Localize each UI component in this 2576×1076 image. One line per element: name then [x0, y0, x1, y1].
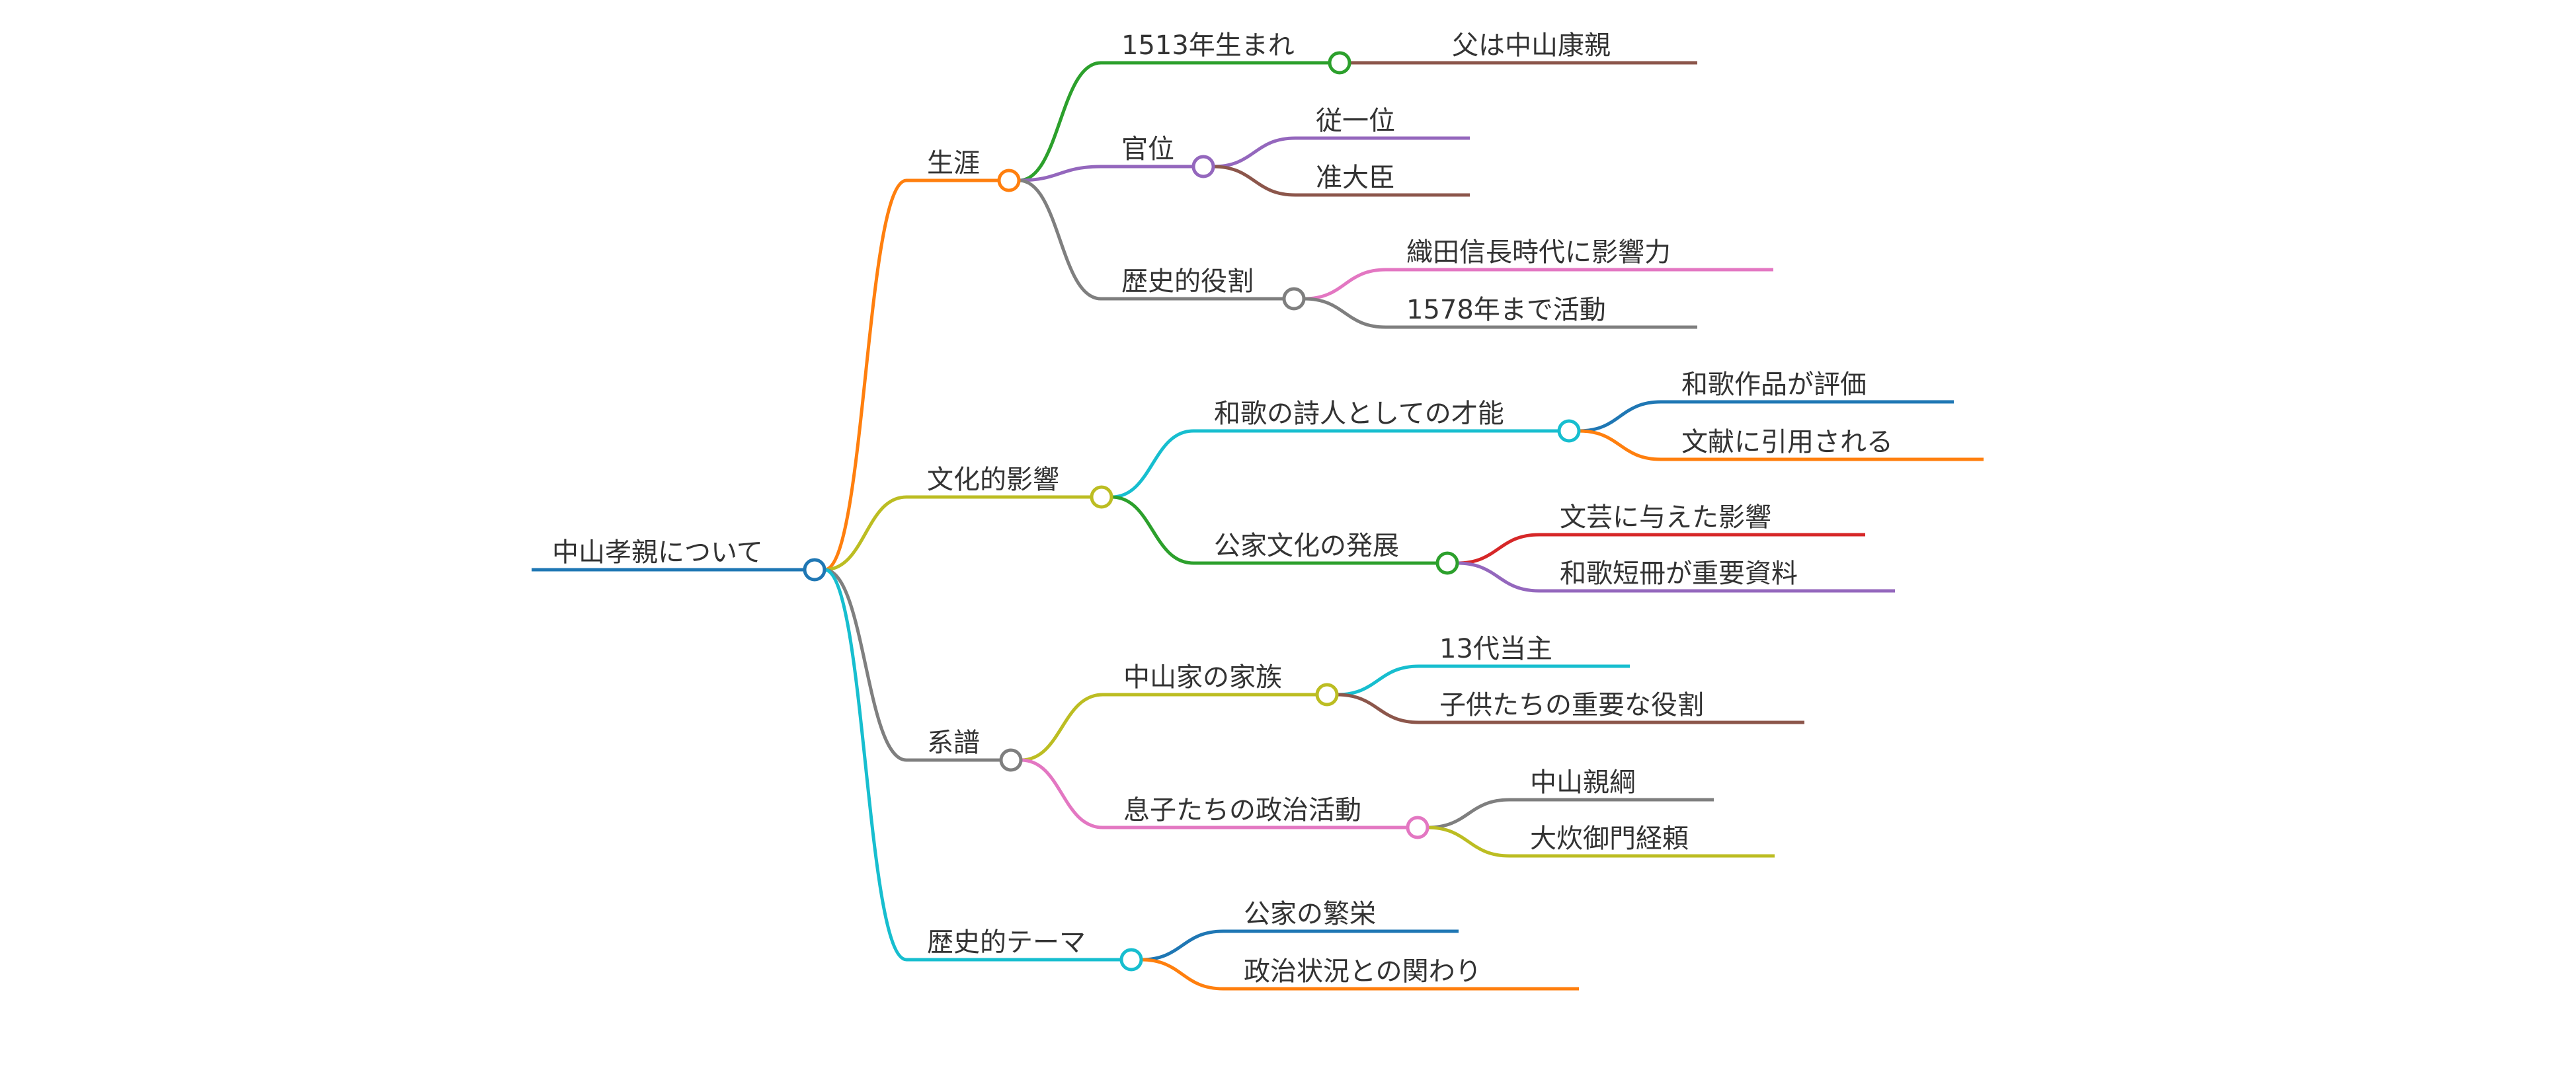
node-1-1-1[interactable]: 和歌短冊が重要資料 [1560, 558, 1798, 589]
node-label[interactable]: 文化的影響 [927, 465, 1059, 495]
node-label[interactable]: 大炊御門経頼 [1530, 824, 1689, 854]
branch-link [1426, 798, 1511, 829]
node-2-0-0[interactable]: 13代当主 [1439, 634, 1552, 664]
node-0-0-0[interactable]: 父は中山康親 [1452, 30, 1611, 61]
branch-link [823, 568, 908, 962]
collapse-toggle-icon[interactable] [1328, 51, 1351, 75]
branch-link [1455, 561, 1541, 593]
branch-link [1577, 429, 1663, 461]
node-1-1[interactable]: 公家文化の発展 [1214, 531, 1459, 575]
branch-link [1139, 929, 1225, 962]
node-label[interactable]: 歴史的テーマ [927, 927, 1086, 958]
node-3-0[interactable]: 公家の繁栄 [1244, 899, 1376, 929]
node-0-1-0[interactable]: 従一位 [1316, 106, 1395, 136]
collapse-toggle-icon[interactable] [1119, 948, 1143, 972]
branch-link [1109, 495, 1195, 565]
node-label[interactable]: 系譜 [927, 728, 980, 758]
node-label[interactable]: 1513年生まれ [1121, 30, 1295, 61]
branch-link [1019, 693, 1105, 762]
node-label[interactable]: 生涯 [927, 148, 980, 178]
node-2-1[interactable]: 息子たちの政治活動 [1123, 795, 1429, 839]
node-label[interactable]: 和歌の詩人としての才能 [1214, 399, 1504, 429]
node-label[interactable]: 政治状況との関わり [1244, 956, 1482, 987]
node-label[interactable]: 中山親綱 [1530, 767, 1636, 798]
node-2-0-1[interactable]: 子供たちの重要な役割 [1439, 690, 1704, 720]
collapse-toggle-icon[interactable] [997, 169, 1021, 192]
branch-link [1302, 297, 1388, 329]
branch-link [1019, 758, 1105, 829]
node-label[interactable]: 織田信長時代に影響力 [1406, 237, 1671, 268]
collapse-toggle-icon[interactable] [1282, 287, 1306, 311]
branch-link [1017, 61, 1103, 182]
branch-link [1302, 268, 1388, 301]
node-3-1[interactable]: 政治状況との関わり [1244, 956, 1482, 987]
branch-link [1211, 165, 1297, 197]
node-2-0[interactable]: 中山家の家族 [1123, 662, 1339, 707]
collapse-toggle-icon[interactable] [1090, 485, 1113, 509]
branch-link [1335, 664, 1421, 697]
node-label[interactable]: 和歌短冊が重要資料 [1560, 558, 1798, 589]
branch-link [823, 495, 908, 572]
node-label[interactable]: 文芸に与えた影響 [1560, 502, 1771, 533]
node-label[interactable]: 歴史的役割 [1121, 266, 1254, 297]
node-0-2[interactable]: 歴史的役割 [1121, 266, 1306, 311]
node-label[interactable]: 中山家の家族 [1123, 662, 1282, 693]
branch-link [823, 568, 908, 762]
node-2-1-0[interactable]: 中山親綱 [1530, 767, 1636, 798]
node-0-2-1[interactable]: 1578年まで活動 [1406, 295, 1606, 325]
node-1-0-1[interactable]: 文献に引用される [1681, 427, 1893, 457]
node-label[interactable]: 従一位 [1316, 106, 1395, 136]
node-2[interactable]: 系譜 [927, 728, 1023, 772]
node-0[interactable]: 生涯 [927, 148, 1021, 192]
node-1-0[interactable]: 和歌の詩人としての才能 [1214, 399, 1581, 443]
collapse-toggle-icon[interactable] [803, 558, 826, 582]
node-1-1-0[interactable]: 文芸に与えた影響 [1560, 502, 1771, 533]
node-3[interactable]: 歴史的テーマ [927, 927, 1143, 972]
branch-link [1455, 533, 1541, 565]
collapse-toggle-icon[interactable] [1191, 155, 1215, 178]
node-1[interactable]: 文化的影響 [927, 465, 1113, 509]
node-0-0[interactable]: 1513年生まれ [1121, 30, 1351, 75]
node-label[interactable]: 文献に引用される [1681, 427, 1893, 457]
node-label[interactable]: 公家の繁栄 [1244, 899, 1376, 929]
node-label[interactable]: 子供たちの重要な役割 [1439, 690, 1704, 720]
node-label[interactable]: 13代当主 [1439, 634, 1552, 664]
branch-link [1139, 958, 1225, 991]
collapse-toggle-icon[interactable] [999, 748, 1023, 772]
collapse-toggle-icon[interactable] [1557, 419, 1581, 443]
node-label[interactable]: 父は中山康親 [1452, 30, 1611, 61]
branch-link [1211, 136, 1297, 169]
node-label[interactable]: 公家文化の発展 [1214, 531, 1399, 561]
node-1-0-0[interactable]: 和歌作品が評価 [1681, 369, 1867, 400]
branch-link [823, 178, 908, 572]
node-label[interactable]: 准大臣 [1316, 163, 1395, 193]
collapse-toggle-icon[interactable] [1406, 816, 1429, 839]
branch-link [1577, 400, 1663, 433]
links-layer [532, 61, 1984, 991]
branch-link [1335, 693, 1421, 724]
node-label[interactable]: 官位 [1121, 134, 1174, 165]
node-label[interactable]: 息子たちの政治活動 [1123, 795, 1361, 826]
branch-link [1017, 178, 1103, 301]
branch-link [1109, 429, 1195, 499]
node-r[interactable]: 中山孝親について [552, 537, 826, 582]
node-0-1-1[interactable]: 准大臣 [1316, 163, 1395, 193]
node-2-1-1[interactable]: 大炊御門経頼 [1530, 824, 1689, 854]
collapse-toggle-icon[interactable] [1315, 683, 1339, 707]
collapse-toggle-icon[interactable] [1435, 551, 1459, 575]
node-label[interactable]: 1578年まで活動 [1406, 295, 1606, 325]
node-label[interactable]: 中山孝親について [552, 537, 763, 568]
node-0-1[interactable]: 官位 [1121, 134, 1215, 178]
node-label[interactable]: 和歌作品が評価 [1681, 369, 1867, 400]
node-0-2-0[interactable]: 織田信長時代に影響力 [1406, 237, 1671, 268]
branch-link [1017, 165, 1103, 182]
branch-link [1426, 826, 1511, 858]
